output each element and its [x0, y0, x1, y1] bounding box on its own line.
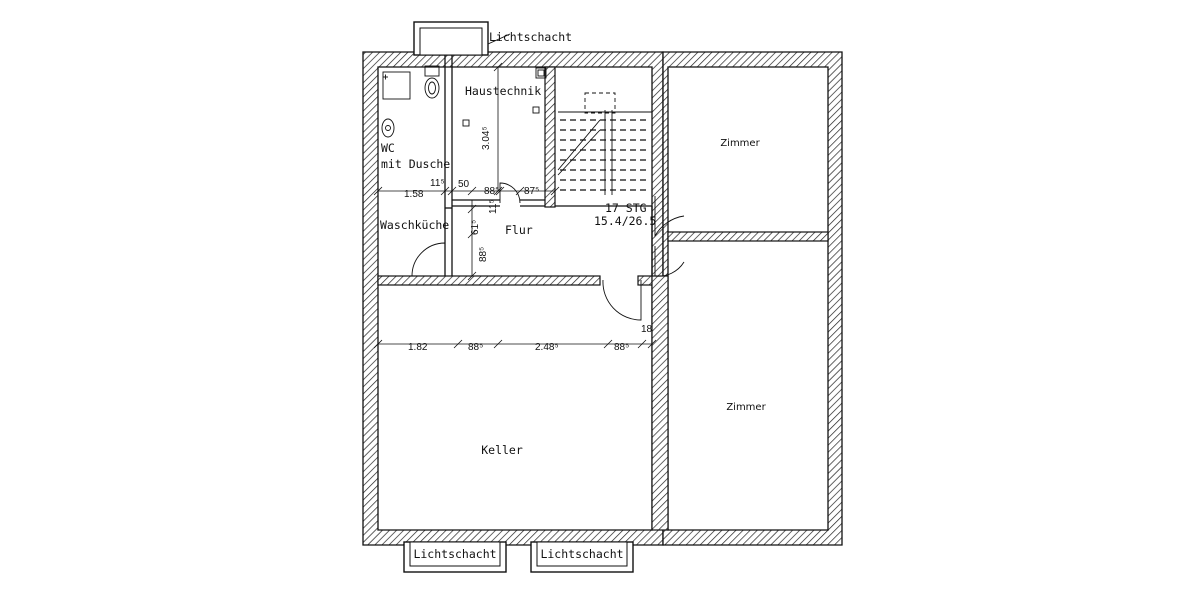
- label-lichtschacht-bottom-left: Lichtschacht: [413, 547, 496, 561]
- wall-zimmer-divider: [667, 231, 829, 242]
- dim-875: 87⁵: [524, 186, 539, 197]
- label-stair-count: 17 STG: [605, 201, 647, 215]
- label-zimmer-top: Zimmer: [720, 138, 760, 149]
- label-lichtschacht-top: Lichtschacht: [489, 30, 572, 44]
- label-stair-ratio: 15.4/26.5: [594, 214, 656, 228]
- doors: [411, 182, 685, 321]
- dim-885d: 88⁵: [614, 342, 629, 353]
- wall-haustechnik-right: [544, 66, 556, 208]
- dim-182: 1.82: [408, 342, 428, 353]
- dim-2485: 2.48⁵: [535, 342, 559, 353]
- dim-304: 3.04⁵: [481, 126, 492, 150]
- dimension-lines: [373, 62, 657, 349]
- label-wc: WC: [381, 141, 395, 155]
- dim-115a: 11⁵: [430, 178, 445, 189]
- label-haustechnik: Haustechnik: [465, 84, 541, 98]
- dim-615: 61⁵: [470, 220, 481, 235]
- dim-18: 18: [641, 324, 653, 335]
- wall-keller-top-right: [637, 275, 653, 286]
- dim-885c: 88⁵: [468, 342, 483, 353]
- light-shaft-top: [413, 21, 511, 56]
- dim-115b: 11⁵: [488, 199, 499, 214]
- wall-center-vertical: [651, 275, 669, 531]
- outer-wall-right-block: [662, 51, 843, 546]
- label-waschkueche: Waschküche: [380, 218, 449, 232]
- dim-885a: 88⁵: [484, 186, 499, 197]
- label-zimmer-bottom: Zimmer: [726, 402, 766, 413]
- label-mit-dusche: mit Dusche: [381, 157, 450, 171]
- label-flur: Flur: [505, 223, 533, 237]
- sanitary-fixtures: [381, 65, 547, 138]
- dim-50: 50: [458, 179, 470, 190]
- wall-keller-top-left: [377, 275, 601, 286]
- dim-885b: 88⁵: [478, 247, 489, 262]
- light-shaft-bottom-left: [403, 541, 507, 573]
- staircase: [557, 92, 652, 195]
- label-keller: Keller: [481, 443, 523, 457]
- light-shaft-bottom-right: [530, 541, 634, 573]
- interior-walls: [377, 66, 829, 531]
- dim-158: 1.58: [404, 189, 424, 200]
- outer-walls: [362, 51, 843, 546]
- outer-wall-left-block: [362, 51, 664, 546]
- label-lichtschacht-bottom-right: Lichtschacht: [540, 547, 623, 561]
